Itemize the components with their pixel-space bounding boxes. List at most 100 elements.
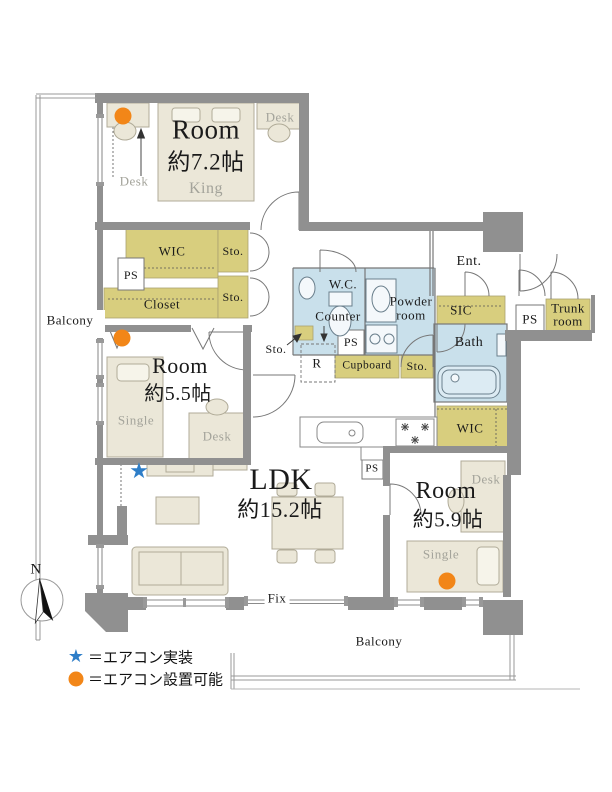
door-bedroom1 bbox=[260, 191, 300, 231]
wic2-floor bbox=[436, 405, 510, 449]
storage-kitchen-label: Sto. bbox=[265, 342, 287, 356]
bedroom2-size: 約5.5帖 bbox=[144, 383, 212, 405]
compass-needle-light bbox=[34, 578, 44, 625]
balcony-bottom-label: Balcony bbox=[355, 633, 403, 649]
door-storage1 bbox=[249, 232, 270, 272]
chair bbox=[205, 398, 229, 416]
low-table bbox=[155, 496, 200, 525]
dining-chair bbox=[314, 482, 336, 497]
bedroom1-label: Room bbox=[171, 114, 241, 145]
door-wc bbox=[319, 249, 357, 273]
door-ldk bbox=[252, 374, 296, 418]
legend-star-text: ＝エアコン実装 bbox=[88, 650, 194, 667]
chair bbox=[267, 123, 291, 143]
wic2-label: WIC bbox=[456, 420, 484, 436]
counter-arrow-head bbox=[320, 333, 328, 343]
door-bedroom3 bbox=[389, 483, 422, 516]
toilet-tank bbox=[328, 291, 353, 307]
bedroom2-label: Room bbox=[152, 353, 208, 378]
counter-box bbox=[360, 446, 387, 461]
powder-room-label-1: Powder bbox=[389, 293, 433, 309]
closet-floor bbox=[103, 287, 219, 319]
sanitary-fixtures bbox=[298, 276, 507, 399]
storage-arrow-head bbox=[292, 333, 302, 343]
kitchen-sink bbox=[316, 421, 364, 444]
toilet-bowl bbox=[328, 305, 352, 337]
shower-unit bbox=[496, 333, 507, 357]
bath-label: Bath bbox=[454, 335, 484, 350]
dining-chair bbox=[276, 549, 298, 564]
windows-left bbox=[95, 114, 105, 589]
balcony-rails bbox=[35, 93, 580, 690]
ldk-label: LDK bbox=[249, 463, 313, 496]
aircon-possible-marker bbox=[113, 329, 131, 347]
stove-burners bbox=[401, 423, 429, 444]
dining-chair bbox=[314, 549, 336, 564]
bedroom3-label: Room bbox=[415, 478, 477, 504]
door-powder bbox=[400, 334, 434, 368]
cupboard-label: Cupboard bbox=[342, 359, 392, 372]
door-bedroom2 bbox=[208, 331, 248, 371]
faucet bbox=[348, 429, 356, 437]
washer-dial bbox=[383, 333, 395, 345]
desk-bedroom3 bbox=[460, 460, 506, 533]
ps-left-label: PS bbox=[123, 268, 139, 282]
wall-corner bbox=[85, 593, 128, 632]
desk-label-top-left: Desk bbox=[119, 173, 149, 189]
kitchen bbox=[299, 416, 438, 461]
dining-table bbox=[271, 496, 344, 550]
legend-star-icon: ★ bbox=[67, 646, 85, 667]
storage3-label: Sto. bbox=[406, 359, 428, 373]
chair bbox=[113, 121, 137, 141]
ldk-size: 約15.2帖 bbox=[237, 497, 323, 522]
ps-right-box bbox=[515, 304, 545, 334]
aircon-possible-marker bbox=[438, 572, 456, 590]
refrigerator-box bbox=[300, 343, 336, 383]
chair bbox=[447, 488, 465, 514]
sic-label: SIC bbox=[450, 302, 472, 318]
pillow bbox=[476, 546, 500, 586]
desk-arrow-head bbox=[136, 127, 146, 139]
ps-left-box bbox=[117, 257, 145, 291]
door-storage2 bbox=[249, 277, 270, 317]
trunk-room-label-2: room bbox=[553, 313, 583, 329]
folding-door-bedroom2 bbox=[191, 327, 215, 351]
closet-label: Closet bbox=[143, 296, 181, 312]
powder-room-label-2: room bbox=[396, 307, 426, 323]
dining-chair bbox=[276, 482, 298, 497]
bedroom1-size: 約7.2帖 bbox=[167, 149, 245, 175]
pillow bbox=[171, 107, 201, 123]
wic1-label: WIC bbox=[158, 243, 186, 259]
storage1-label: Sto. bbox=[222, 244, 244, 258]
sic-floor bbox=[436, 295, 506, 325]
counter-label: Counter bbox=[315, 308, 361, 324]
sofa bbox=[131, 546, 229, 596]
bedroom3-size: 約5.9帖 bbox=[412, 507, 484, 532]
balcony-left-label: Balcony bbox=[46, 312, 94, 328]
refrigerator-label: R bbox=[312, 355, 322, 371]
annotation-arrows bbox=[136, 127, 328, 346]
bedroom2-bed-label: Single bbox=[117, 412, 155, 428]
hanger-pipes bbox=[108, 107, 509, 540]
compass bbox=[20, 578, 64, 625]
aircon-possible-marker bbox=[114, 107, 132, 125]
storage2-label: Sto. bbox=[222, 290, 244, 304]
vanity-basin bbox=[371, 285, 391, 313]
bathtub-drain bbox=[450, 373, 460, 383]
desk-label-top-right: Desk bbox=[265, 109, 295, 125]
legend-circle-icon bbox=[68, 671, 84, 687]
ps-bedroom3-label: PS bbox=[365, 462, 379, 475]
aircon-installed-star: ★ bbox=[129, 459, 149, 484]
bedroom3-bed-label: Single bbox=[422, 546, 460, 562]
door-entrance bbox=[519, 253, 558, 292]
desk-label-bedroom2: Desk bbox=[202, 428, 232, 444]
pillar bbox=[483, 212, 523, 252]
ps-right-label: PS bbox=[522, 311, 538, 327]
bathtub bbox=[437, 365, 501, 399]
trunk-room-floor bbox=[545, 298, 591, 334]
door-ps-right bbox=[518, 269, 546, 297]
windows-bottom bbox=[143, 596, 483, 608]
storage2-floor bbox=[217, 275, 249, 319]
